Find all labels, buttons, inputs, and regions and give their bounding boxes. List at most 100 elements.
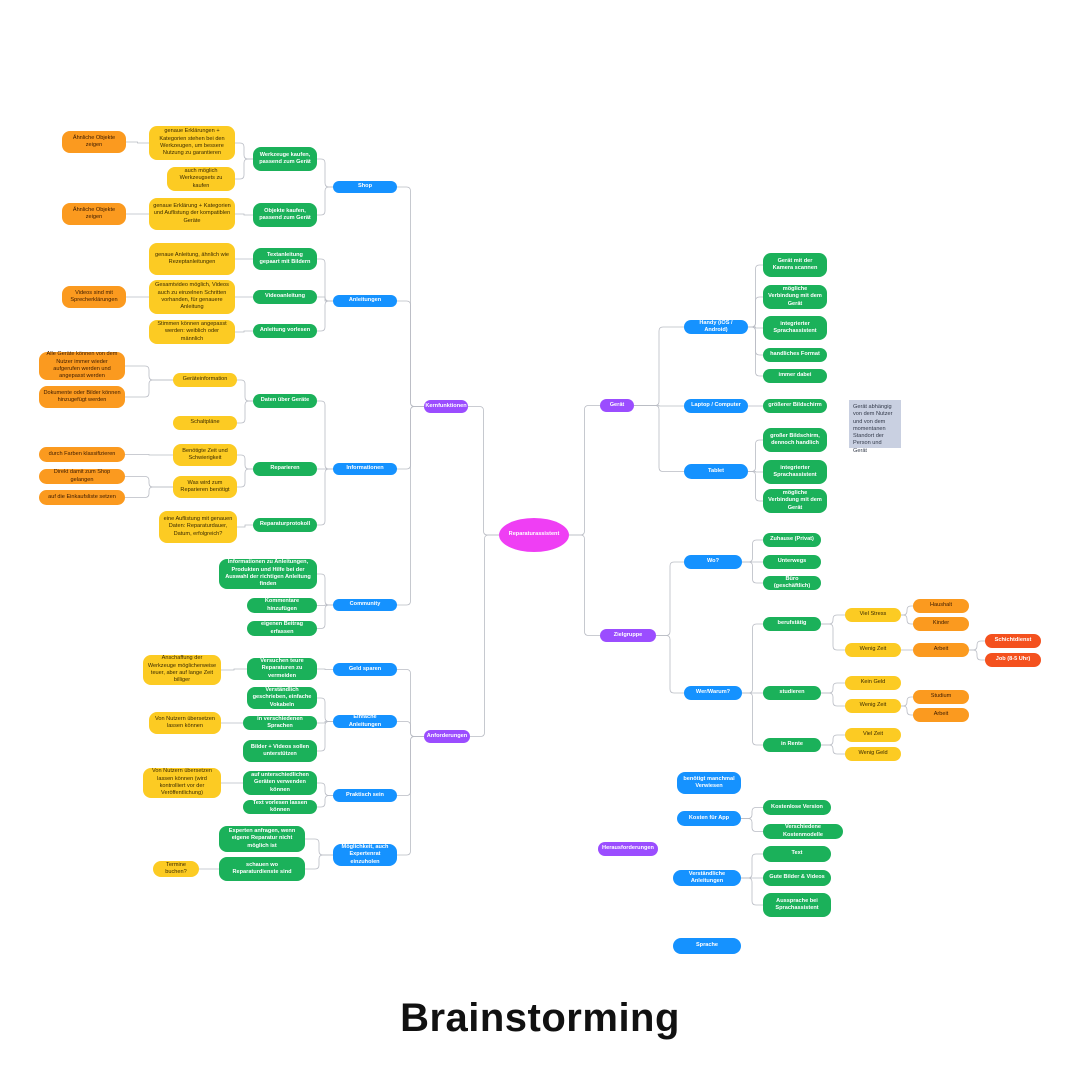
note-viel-stress[interactable]: Viel Stress [845,608,901,622]
note-werkzeugsets[interactable]: auch möglich Werkzeugsets zu kaufen [167,167,235,191]
note-auflistung-daten[interactable]: eine Auflistung mit genauen Daten: Repar… [159,511,237,543]
node-kosten-fuer-app[interactable]: Kosten für App [677,811,741,826]
note-termine-buchen[interactable]: Termine buchen? [153,861,199,877]
node-handliches-format[interactable]: handliches Format [763,348,827,362]
note-schichtdienst[interactable]: Schichtdienst [985,634,1041,648]
note-nutzer-uebersetzen-kontrolliert[interactable]: Von Nutzern übersetzen lassen können (wi… [143,768,221,798]
node-berufstaetig[interactable]: berufstätig [763,617,821,631]
node-tablet-verbindung[interactable]: mögliche Verbindung mit dem Gerät [763,489,827,513]
node-kostenmodelle[interactable]: Verschiedene Kostenmodelle [763,824,843,839]
node-praktisch-sein[interactable]: Praktisch sein [333,789,397,802]
node-tablet-sprachassistent[interactable]: integrierter Sprachassistent [763,460,827,484]
node-verschiedene-sprachen[interactable]: in verschiedenen Sprachen [243,716,317,730]
node-objekte-kaufen[interactable]: Objekte kaufen, passend zum Gerät [253,203,317,227]
node-studieren[interactable]: studieren [763,686,821,700]
node-bilder-videos[interactable]: Bilder + Videos sollen unterstützen [243,740,317,762]
note-geraeteinformation[interactable]: Geräteinformation [173,373,237,387]
branch-kernfunktionen[interactable]: Kernfunktionen [424,400,468,413]
note-objekte-erklaerung[interactable]: genaue Erklärung + Kategorien und Auflis… [149,198,235,230]
branch-anforderungen[interactable]: Anforderungen [424,730,470,743]
node-reparaturprotokoll[interactable]: Reparaturprotokoll [253,518,317,532]
node-laptop-computer[interactable]: Laptop / Computer [684,399,748,413]
note-was-benoetigt[interactable]: Was wird zum Reparieren benötigt [173,476,237,498]
note-benoetigte-zeit[interactable]: Benötigte Zeit und Schwierigkeit [173,444,237,466]
node-wo[interactable]: Wo? [684,555,742,569]
note-rezeptanleitungen[interactable]: genaue Anleitung, ähnlich wie Rezeptanle… [149,243,235,275]
branch-herausforderungen[interactable]: Herausforderungen [598,842,658,856]
node-groesserer-bildschirm[interactable]: größerer Bildschirm [763,399,827,413]
note-arbeit-studium[interactable]: Arbeit [913,708,969,722]
node-unterschiedliche-geraete[interactable]: auf unterschiedlichen Geräten verwenden … [243,771,317,795]
note-sprecherklaerungen[interactable]: Videos sind mit Sprecherklärungen [62,286,126,308]
node-text[interactable]: Text [763,846,831,862]
note-direkt-zum-shop[interactable]: Direkt damit zum Shop gelangen [39,469,125,484]
node-beitrag-erfassen[interactable]: eigenen Beitrag erfassen [247,621,317,636]
note-stimmen-anpassen[interactable]: Stimmen können angepasst werden: weiblic… [149,320,235,344]
node-einfache-anleitungen[interactable]: Einfache Anleitungen [333,714,397,728]
node-textanleitung[interactable]: Textanleitung gepaart mit Bildern [253,248,317,270]
note-aehnliche-objekte-1[interactable]: Ähnliche Objekte zeigen [62,131,126,153]
node-handy[interactable]: Handy (iOS / Android) [684,320,748,334]
note-aehnliche-objekte-2[interactable]: Ähnliche Objekte zeigen [62,203,126,225]
note-gesamtvideo[interactable]: Gesamtvideo möglich, Videos auch zu einz… [149,280,235,314]
branch-zielgruppe[interactable]: Zielgruppe [600,629,656,642]
node-shop[interactable]: Shop [333,181,397,193]
note-kinder[interactable]: Kinder [913,617,969,631]
node-videoanleitung[interactable]: Videoanleitung [253,290,317,304]
node-sprache[interactable]: Sprache [673,938,741,954]
node-community[interactable]: Community [333,599,397,611]
node-informationen[interactable]: Informationen [333,463,397,475]
note-haushalt[interactable]: Haushalt [913,599,969,613]
connector-was-was_o1 [125,476,173,488]
node-unterwegs[interactable]: Unterwegs [763,555,821,569]
note-studium[interactable]: Studium [913,690,969,704]
node-verstaendliche-anleitungen[interactable]: Verständliche Anleitungen [673,870,741,886]
note-job-8-5[interactable]: Job (8-5 Uhr) [985,653,1041,667]
node-grosser-bildschirm[interactable]: großer Bildschirm, dennoch handlich [763,428,827,452]
node-daten-ueber-geraete[interactable]: Daten über Geräte [253,394,317,408]
node-kostenlose-version[interactable]: Kostenlose Version [763,800,831,815]
note-nutzer-uebersetzen[interactable]: Von Nutzern übersetzen lassen können [149,712,221,734]
node-geld-sparen[interactable]: Geld sparen [333,663,397,676]
note-schaltplaene[interactable]: Schaltpläne [173,416,237,430]
node-kamera-scannen[interactable]: Gerät mit der Kamera scannen [763,253,827,277]
note-einkaufsliste[interactable]: auf die Einkaufsliste setzen [39,490,125,505]
note-dokumente-bilder[interactable]: Dokumente oder Bilder können hinzugefügt… [39,386,125,408]
note-werkzeuge-erklaerungen[interactable]: genaue Erklärungen + Kategorien stehen b… [149,126,235,160]
note-arbeit-beruf[interactable]: Arbeit [913,643,969,657]
node-gute-bilder-videos[interactable]: Gute Bilder & Videos [763,870,831,886]
node-kommentare-hinzufuegen[interactable]: Kommentare hinzufügen [247,598,317,613]
node-reparaturdienste[interactable]: schauen wo Reparaturdienste sind [219,857,305,881]
node-handy-sprachassistent[interactable]: integrierter Sprachassistent [763,316,827,340]
node-teure-reparaturen[interactable]: Versuchen teure Reparaturen zu vermeiden [247,658,317,680]
node-in-rente[interactable]: in Rente [763,738,821,752]
node-buero[interactable]: Büro (geschäftlich) [763,576,821,590]
node-aussprache[interactable]: Aussprache bei Sprachassistent [763,893,831,917]
node-experten-anfragen[interactable]: Experten anfragen, wenn eigene Reparatur… [219,826,305,852]
node-expertenrat[interactable]: Möglichkeit, auch Expertenrat einzuholen [333,844,397,866]
node-tablet[interactable]: Tablet [684,464,748,479]
node-immer-dabei[interactable]: immer dabei [763,369,827,383]
branch-geraet[interactable]: Gerät [600,399,634,412]
node-handy-verbindung[interactable]: mögliche Verbindung mit dem Gerät [763,285,827,309]
node-anleitungen[interactable]: Anleitungen [333,295,397,307]
node-anleitung-vorlesen[interactable]: Anleitung vorlesen [253,324,317,338]
node-reparieren[interactable]: Reparieren [253,462,317,476]
node-verstaendlich-geschrieben[interactable]: Verständlich geschrieben, einfache Vokab… [247,687,317,709]
node-verwiesen[interactable]: benötigt manchmal Verwiesen [677,772,741,794]
note-geraete-aufrufen[interactable]: Alle Geräte können von dem Nutzer immer … [39,351,125,380]
note-kein-geld[interactable]: Kein Geld [845,676,901,690]
node-wer-warum[interactable]: Wer/Warum? [684,686,742,700]
note-anschaffung-werkzeuge[interactable]: Anschaffung der Werkzeuge möglicherweise… [143,655,221,685]
node-werkzeuge-kaufen[interactable]: Werkzeuge kaufen, passend zum Gerät [253,147,317,171]
note-wenig-zeit-beruf[interactable]: Wenig Zeit [845,643,901,657]
note-viel-zeit[interactable]: Viel Zeit [845,728,901,742]
sticky-note-geraet-abhaengig[interactable]: Gerät abhängig von dem Nutzer und von de… [849,400,901,454]
node-text-vorlesen[interactable]: Text vorlesen lassen können [243,800,317,814]
note-wenig-zeit-studium[interactable]: Wenig Zeit [845,699,901,713]
note-wenig-geld[interactable]: Wenig Geld [845,747,901,761]
note-farben-klassifizieren[interactable]: durch Farben klassifizieren [39,447,125,462]
node-community-informationen[interactable]: Informationen zu Anleitungen, Produkten … [219,559,317,589]
root-node-reparaturassistent[interactable]: Reparaturassistent [499,518,569,552]
node-zuhause[interactable]: Zuhause (Privat) [763,533,821,547]
